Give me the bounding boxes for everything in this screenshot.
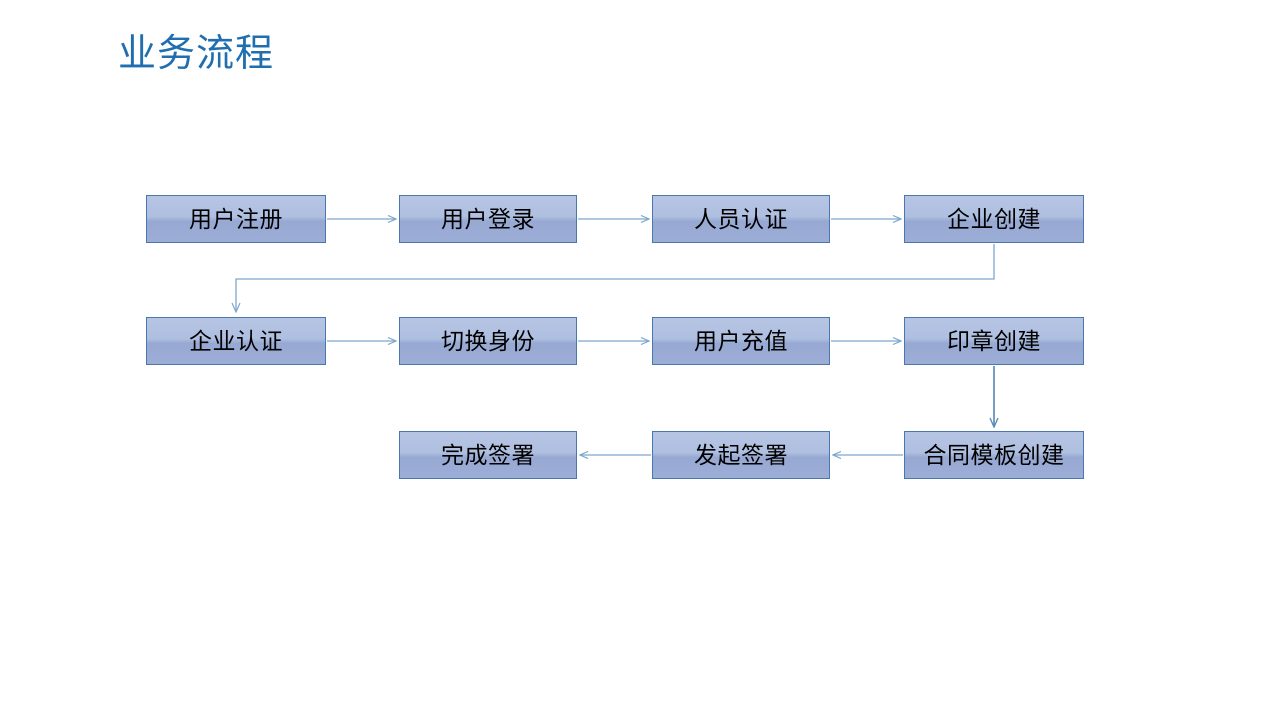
node-wanchengqianshu[interactable]: 完成签署 — [399, 431, 577, 479]
node-yonghudenglu[interactable]: 用户登录 — [399, 195, 577, 243]
edge-qiyechuangjian-to-qiyerenzheng — [236, 244, 995, 312]
node-qiyechuangjian[interactable]: 企业创建 — [904, 195, 1084, 243]
node-label: 印章创建 — [947, 327, 1041, 354]
node-renyuanrenzheng[interactable]: 人员认证 — [652, 195, 830, 243]
node-qiehuanshenfen[interactable]: 切换身份 — [399, 317, 577, 365]
node-faqiqianshu[interactable]: 发起签署 — [652, 431, 830, 479]
node-yonghuzhuce[interactable]: 用户注册 — [146, 195, 326, 243]
node-label: 切换身份 — [441, 327, 535, 354]
node-label: 用户注册 — [189, 205, 283, 232]
node-label: 企业认证 — [189, 327, 283, 354]
node-label: 人员认证 — [694, 205, 788, 232]
node-label: 用户充值 — [694, 327, 788, 354]
page-title: 业务流程 — [118, 33, 275, 75]
node-label: 完成签署 — [441, 441, 535, 468]
node-label: 企业创建 — [947, 205, 1041, 232]
node-yinzhangchuangjian[interactable]: 印章创建 — [904, 317, 1084, 365]
node-qiyerenzheng[interactable]: 企业认证 — [146, 317, 326, 365]
node-label: 合同模板创建 — [923, 441, 1065, 468]
node-yonghuchongzhi[interactable]: 用户充值 — [652, 317, 830, 365]
node-hetongmubanchuangjian[interactable]: 合同模板创建 — [904, 431, 1084, 479]
node-label: 用户登录 — [441, 205, 535, 232]
node-label: 发起签署 — [694, 441, 788, 468]
